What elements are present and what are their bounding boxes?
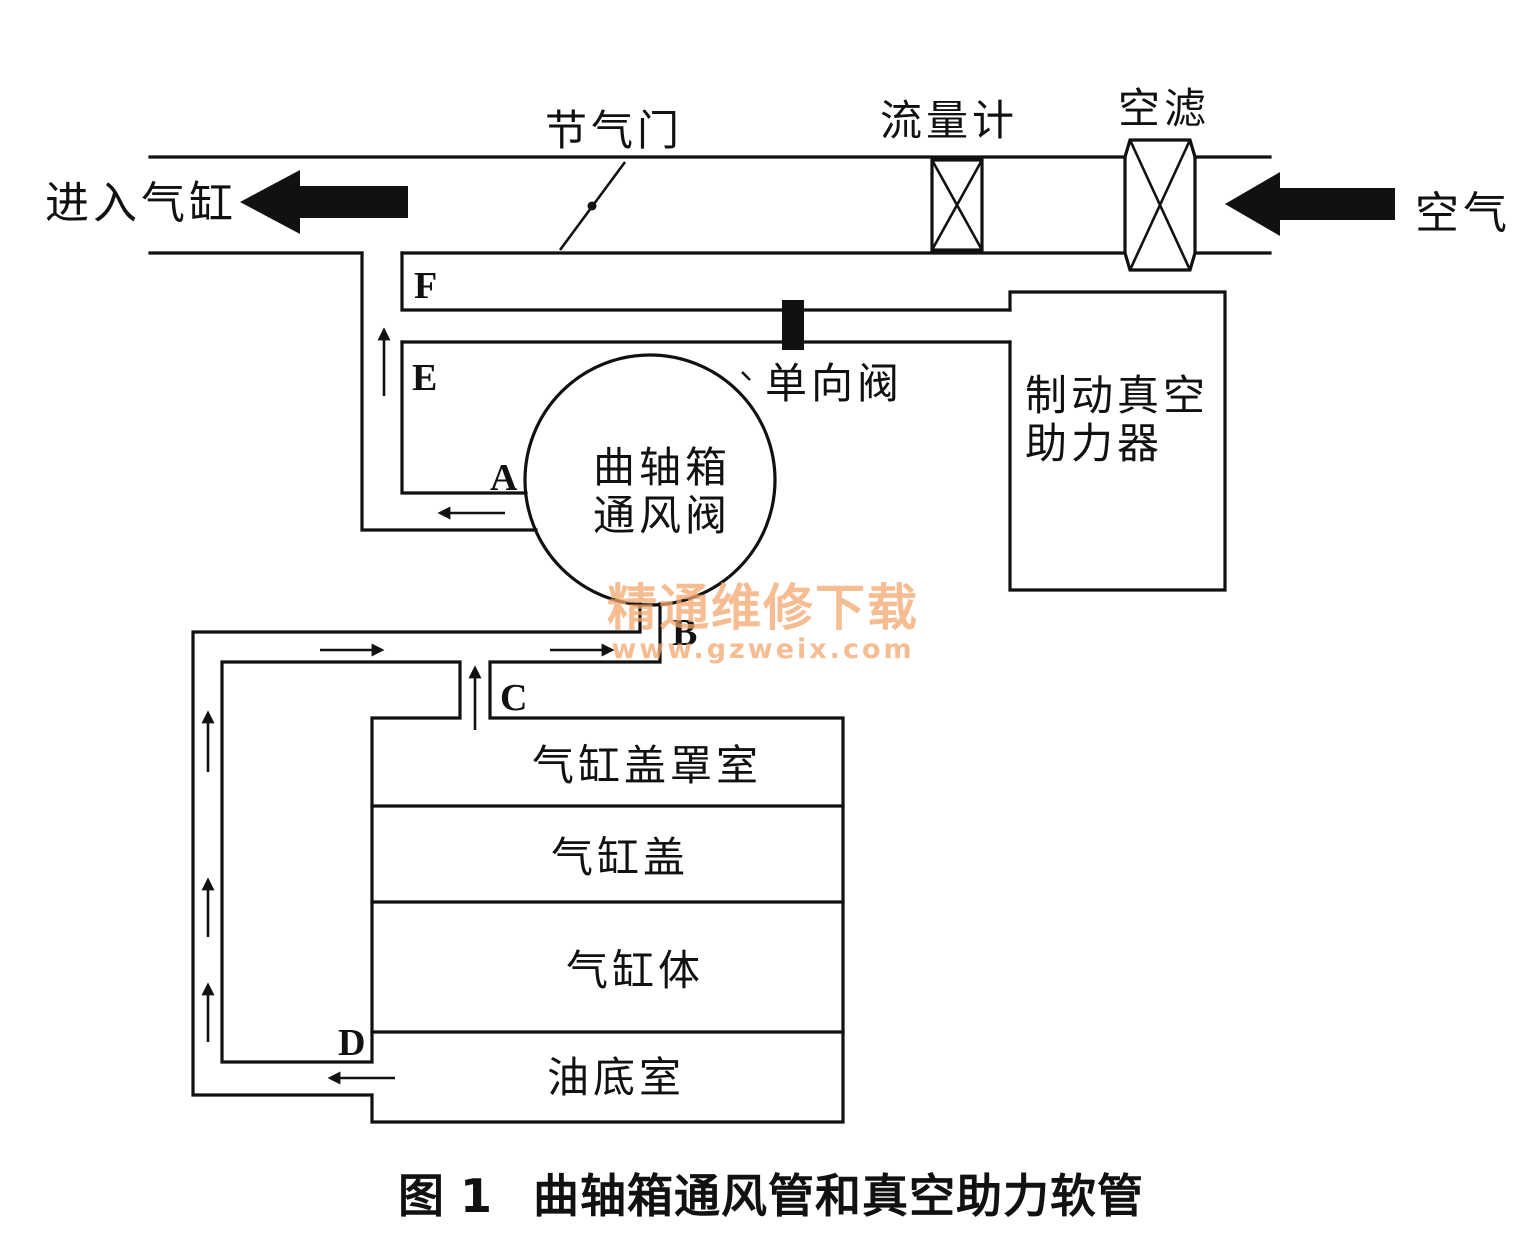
point-d: D xyxy=(338,1022,365,1064)
label-cylinder-head: 气缸盖 xyxy=(551,833,689,882)
label-throttle: 节气门 xyxy=(545,106,683,155)
label-check-valve: 单向阀 xyxy=(765,359,903,408)
point-c: C xyxy=(500,677,527,719)
pcv-valve xyxy=(523,353,777,607)
flow-arrows xyxy=(201,327,615,1085)
vacuum-lines xyxy=(360,251,1012,532)
air-filter-cross-b xyxy=(1128,139,1192,271)
flow-meter xyxy=(930,158,984,252)
watermark-url: www.gzweix.com xyxy=(611,634,914,665)
label-cylinder-head-cover: 气缸盖罩室 xyxy=(532,741,762,790)
brake-booster-box xyxy=(1008,290,1227,592)
label-oil-pan: 油底室 xyxy=(547,1053,685,1102)
throttle-valve xyxy=(558,161,627,251)
label-intake-to-cylinder: 进入气缸 xyxy=(45,178,237,229)
outlet-arrow-icon xyxy=(240,170,408,234)
label-air-filter: 空滤 xyxy=(1118,84,1210,133)
label-pcv-valve-line1: 曲轴箱 xyxy=(593,443,731,492)
engine-outer-wall xyxy=(191,602,845,1124)
intake-pipe xyxy=(148,155,1272,255)
pcv-return-inner-wall xyxy=(400,340,528,495)
inlet-arrow-icon xyxy=(1225,172,1395,236)
label-air-in: 空气 xyxy=(1415,188,1511,239)
label-brake-booster-line2: 助力器 xyxy=(1025,419,1163,468)
watermark-name: 精通维修下载 xyxy=(607,579,919,637)
flow-meter-body xyxy=(930,158,984,252)
caption-title: 曲轴箱通风管和真空助力软管 xyxy=(533,1169,1144,1223)
air-filter xyxy=(1123,138,1197,272)
label-cylinder-block: 气缸体 xyxy=(566,946,704,995)
booster-line-top-wall xyxy=(400,251,1012,312)
label-flow-meter: 流量计 xyxy=(880,96,1018,145)
check-valve xyxy=(782,300,804,350)
check-valve-pointer xyxy=(741,371,751,381)
label-brake-booster-line1: 制动真空 xyxy=(1025,371,1209,420)
engine-inner-wall xyxy=(220,660,462,1064)
crankcase-channels xyxy=(191,602,845,1124)
caption-number: 图 1 xyxy=(398,1169,492,1223)
point-f: F xyxy=(414,265,437,307)
point-b: B xyxy=(672,612,697,654)
point-e: E xyxy=(412,357,437,399)
flow-meter-cross-b xyxy=(930,159,984,251)
label-pcv-valve-line2: 通风阀 xyxy=(593,491,731,540)
pcv-return-outer-wall xyxy=(360,251,538,532)
point-a: A xyxy=(490,457,518,499)
throttle-pivot xyxy=(587,201,597,211)
